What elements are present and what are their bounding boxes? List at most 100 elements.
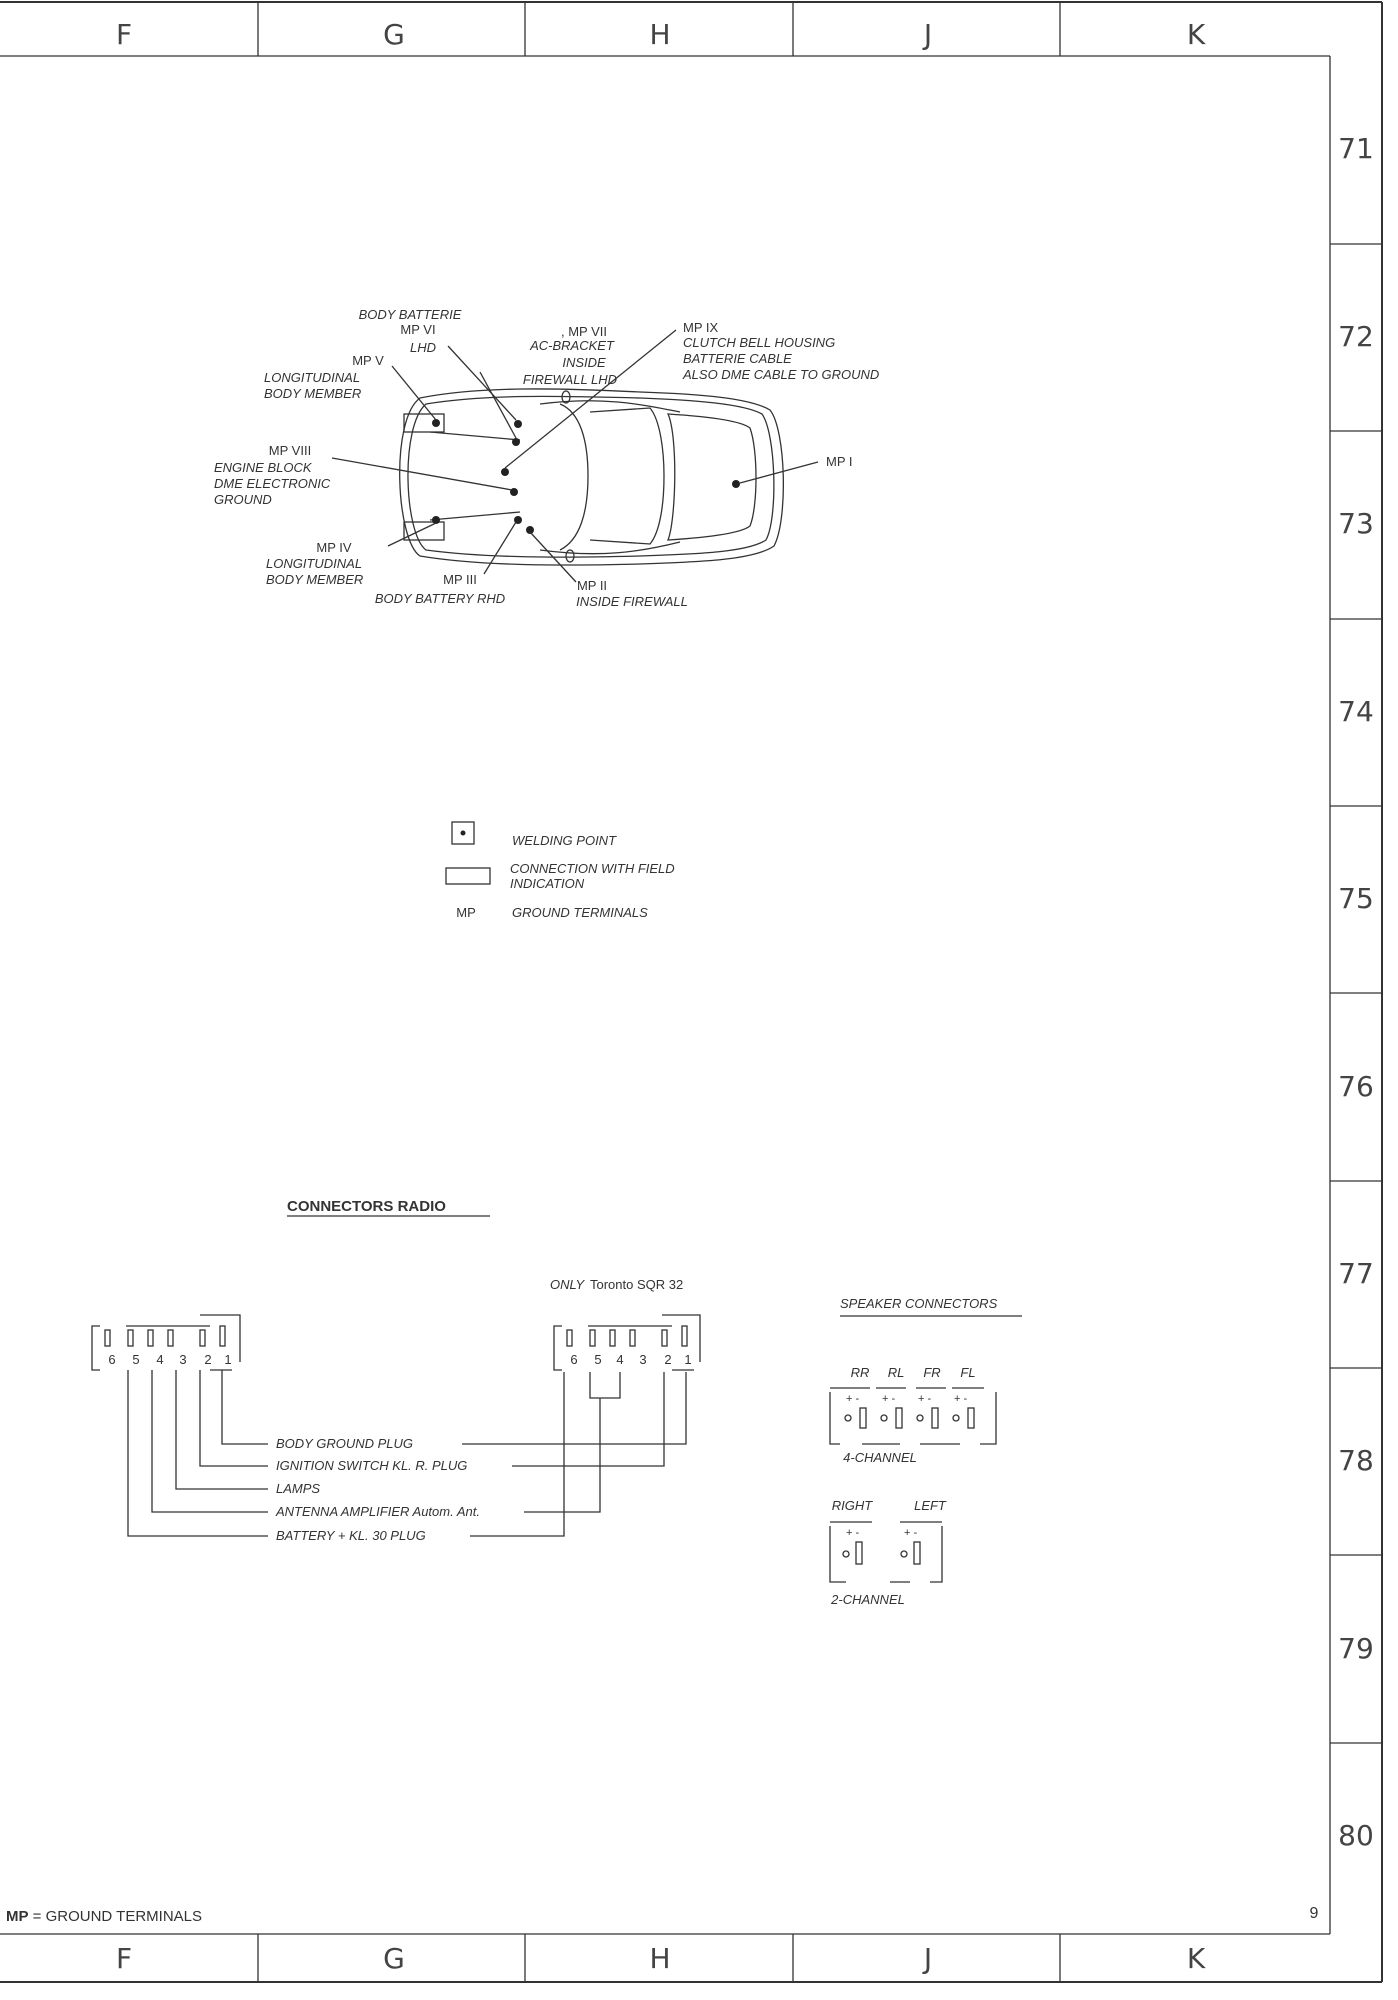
speaker-pin-flat <box>895 1407 903 1429</box>
speaker-label-left: LEFT <box>914 1498 947 1513</box>
pin-4: 4 <box>616 1352 623 1367</box>
label-body-batterie: BODY BATTERIE <box>359 307 462 322</box>
label-firewall-lhd: FIREWALL LHD <box>523 372 617 387</box>
wire-antenna-amplifier: ANTENNA AMPLIFIER Autom. Ant. <box>275 1504 480 1519</box>
ground-point-mp-iv <box>432 516 440 524</box>
row-label-73: 73 <box>1338 507 1374 540</box>
legend-welding-point: WELDING POINT <box>512 833 617 848</box>
speaker-pin-flat <box>859 1407 867 1429</box>
legend-connection-line2: INDICATION <box>510 876 585 891</box>
legend-connection-line1: CONNECTION WITH FIELD <box>510 861 675 876</box>
speaker-label-fr: FR <box>923 1365 940 1380</box>
only-label: ONLY <box>550 1277 586 1292</box>
speaker-pin-flat <box>855 1541 863 1565</box>
pin-3: 3 <box>179 1352 186 1367</box>
wire-ignition-switch: IGNITION SWITCH KL. R. PLUG <box>276 1458 467 1473</box>
footer-note: MP = GROUND TERMINALS <box>6 1908 202 1925</box>
pin-6: 6 <box>108 1352 115 1367</box>
legend-ground-terminals: GROUND TERMINALS <box>512 905 648 920</box>
pin-5: 5 <box>594 1352 601 1367</box>
footer-mp-text: = GROUND TERMINALS <box>29 1908 203 1925</box>
speaker-2-caption: 2-CHANNEL <box>830 1592 905 1607</box>
speaker-polarity: + - <box>954 1393 967 1405</box>
car-outline <box>399 388 785 566</box>
speaker-polarity: + - <box>904 1527 917 1539</box>
car-roof <box>589 407 665 545</box>
footer-mp: MP <box>6 1908 29 1925</box>
row-label-80: 80 <box>1338 1819 1374 1852</box>
car-outline-inner <box>407 395 775 558</box>
ground-point-mp-ii <box>526 526 534 534</box>
pin-2: 2 <box>664 1352 671 1367</box>
wire-lamps: LAMPS <box>276 1481 320 1496</box>
speaker-pin-flat <box>913 1541 921 1565</box>
speaker-polarity: + - <box>846 1527 859 1539</box>
col-label-k: K <box>1187 1942 1206 1975</box>
row-labels: 71 72 73 74 75 76 77 78 79 80 <box>1338 132 1374 1852</box>
speaker-2-channel: RIGHT LEFT + - + - 2-CHANNEL <box>829 1498 947 1607</box>
leader-line <box>447 345 517 421</box>
column-labels-bottom: F G H J K <box>116 1942 1206 1975</box>
ground-point-mp-i <box>732 480 740 488</box>
label-longitudinal: LONGITUDINAL <box>266 556 362 571</box>
col-label-h: H <box>649 18 670 51</box>
row-label-76: 76 <box>1338 1070 1374 1103</box>
car-door-top <box>539 400 681 413</box>
col-label-h: H <box>649 1942 670 1975</box>
engine-line <box>429 431 521 441</box>
label-mp-vi: MP VI <box>400 322 435 337</box>
leader-line <box>331 457 513 491</box>
row-label-78: 78 <box>1338 1444 1374 1477</box>
ground-point-mp-vii <box>512 438 520 446</box>
engine-bay-box-lower <box>403 521 445 541</box>
ground-point-mp-vi <box>514 420 522 428</box>
label-engine-block: ENGINE BLOCK <box>214 460 313 475</box>
label-body-member: BODY MEMBER <box>264 386 361 401</box>
speaker-pin-round <box>952 1414 960 1422</box>
label-mp-iii: MP III <box>443 572 477 587</box>
label-mp-ix: MP IX <box>683 320 718 335</box>
label-inside-firewall: INSIDE FIREWALL <box>576 594 688 609</box>
radio-title: CONNECTORS RADIO <box>287 1198 446 1215</box>
wire-battery: BATTERY + KL. 30 PLUG <box>276 1528 426 1543</box>
car-ground-map: BODY BATTERIE MP VI LHD , MP VII AC-BRAC… <box>214 307 879 609</box>
footer: MP = GROUND TERMINALS 9 <box>6 1905 1319 1925</box>
welding-point-symbol <box>451 821 475 845</box>
label-longitudinal: LONGITUDINAL <box>264 370 360 385</box>
col-label-j: J <box>922 1942 932 1975</box>
column-labels-top: F G H J K <box>116 18 1206 51</box>
speaker-label-rl: RL <box>888 1365 905 1380</box>
mirror-left <box>561 390 571 404</box>
pin-4: 4 <box>156 1352 163 1367</box>
label-dme-electronic: DME ELECTRONIC <box>214 476 331 491</box>
label-ac-bracket: AC-BRACKET <box>529 338 615 353</box>
label-mp-vii: , MP VII <box>561 324 607 339</box>
pin-5: 5 <box>132 1352 139 1367</box>
pin-1: 1 <box>684 1352 691 1367</box>
label-lhd: LHD <box>410 340 436 355</box>
label-mp-iv: MP IV <box>316 540 351 555</box>
radio-wiring <box>127 1370 687 1537</box>
label-dme-cable: ALSO DME CABLE TO GROUND <box>682 367 879 382</box>
welding-point-dot <box>460 830 466 836</box>
speaker-4-channel: RR RL FR FL + - + - + - + - 4-CHANNEL <box>829 1365 997 1465</box>
ground-point-mp-v <box>432 419 440 427</box>
car-cabin <box>559 403 589 551</box>
speaker-title: SPEAKER CONNECTORS <box>840 1296 998 1311</box>
col-label-k: K <box>1187 18 1206 51</box>
row-label-77: 77 <box>1338 1257 1374 1290</box>
pin-1: 1 <box>224 1352 231 1367</box>
leader-line <box>483 521 517 575</box>
col-label-g: G <box>383 1942 405 1975</box>
only-model: Toronto SQR 32 <box>590 1277 683 1292</box>
col-label-g: G <box>383 18 405 51</box>
leader-line <box>387 522 437 547</box>
legend: WELDING POINT CONNECTION WITH FIELD INDI… <box>445 821 675 920</box>
label-mp-v: MP V <box>352 353 384 368</box>
radio-connectors: CONNECTORS RADIO ONLY Toronto SQR 32 6 5… <box>91 1198 701 1543</box>
mirror-right <box>565 549 575 563</box>
label-inside: INSIDE <box>562 355 606 370</box>
label-mp-ii: MP II <box>577 578 607 593</box>
